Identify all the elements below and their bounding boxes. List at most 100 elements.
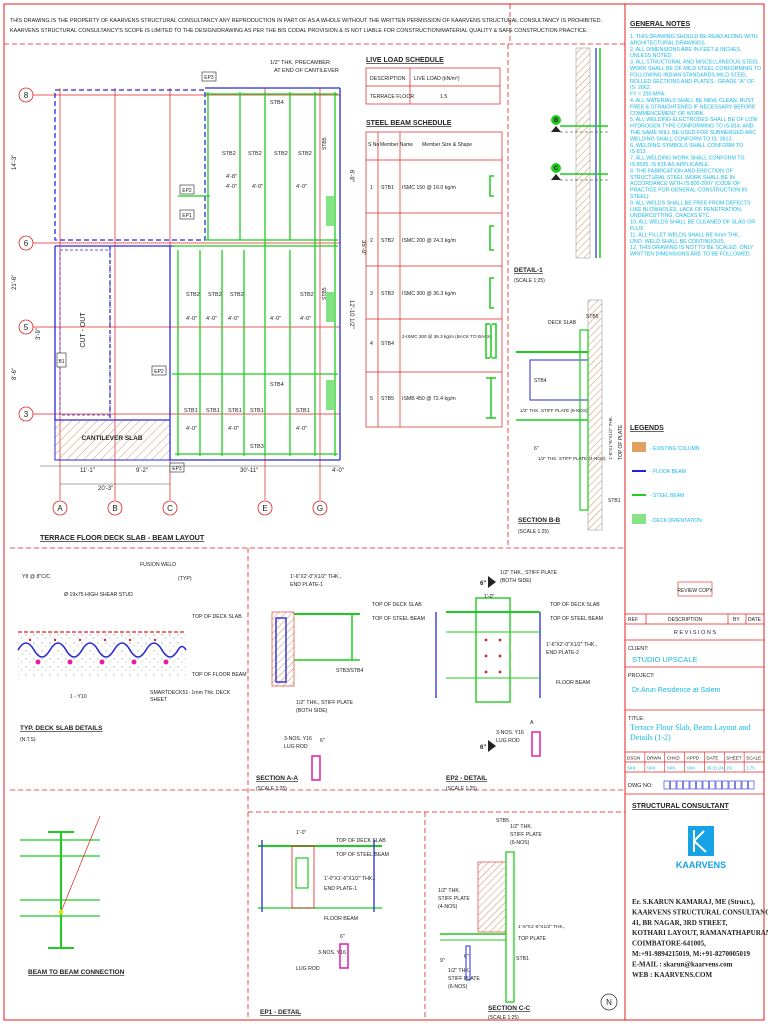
section-mark-b1: B [554,118,559,124]
ep-tag-2: EP2 [182,188,192,194]
grid-label-g: G [317,504,323,513]
section-cc-label-nos-1: (6-NOS) [510,840,530,846]
dwg-value-chkd: SKK [667,766,676,771]
consultant-line-7: E-MAIL : skarun@kaarvens.com [632,960,733,968]
legend-swatch-column [632,442,646,452]
section-aa-label-6in: 6" [320,738,325,744]
schedule-rows: 1 STB1 ISMC 150 @ 16.0 kg/m 2 STB2 ISMC … [370,185,492,402]
beam-label-stb2-d: STB2 [298,151,312,157]
general-note-12-line-2: UNO. WELD SHALL BE CONTINUOUS. [630,239,725,245]
dim-right-1: 6'-9" [348,170,354,182]
header-note-line-2: KAARVENS STRUCTURAL CONSULTANCY'S SCOPE … [10,28,588,34]
general-note-6-line-2: HYDROGEN TYPE CONFORMING TO IS-814. AND [630,124,754,130]
section-cc-label-stiff-3: STIFF PLATE [448,976,480,982]
section-aa-label-top-slab: TOP OF DECK SLAB [372,602,422,608]
ep1-label-top-steel: TOP OF STEEL BEAM [336,852,389,858]
ep-tag-box-4 [151,365,167,376]
b1-tag-box [56,352,67,368]
revision-header-date: DATE [748,617,762,623]
b1-tag: B1 [58,359,64,365]
dwg-header-scale: SCALE [746,756,761,761]
schedule-row-3-name: STB3 [381,291,394,297]
section-cc-title: SECTION C-C [488,1005,531,1012]
dwg-table: DSGNSKKDRWNSKKCHKDSKKAPPDSKKDATE30.01.24… [624,752,761,772]
section-aa-label-end-plate: END PLATE-1 [290,582,323,588]
cantilever-slab [54,419,171,461]
bb-leader [60,815,101,913]
ep2-mark-a-top: 6" [480,581,486,587]
general-note-13-line-2: WRITTEN DIMENSIONS ARE TO BE FOLLOWED. [630,252,751,258]
spacing-dim-10: 4'-0" [228,426,239,432]
dwg-no-box [689,780,696,790]
ep1-label-6in: 6" [340,934,345,940]
section-bb-label-6in: 6" [534,446,539,452]
section-bb-label-stb1: STB1 [608,498,621,504]
general-note-5-line-3: COMMENCEMENT OF WORK. [630,111,705,117]
grid-label-6: 6 [24,239,29,248]
deck-label-top-floor-beam: TOP OF FLOOR BEAM [192,672,247,678]
detail1-title: DETAIL-1 [514,267,543,274]
general-note-9-line-2: STRUCTURAL STEEL WORK SHALL BE IN [630,175,735,181]
section-aa-label-lug: LUG ROD [284,744,308,750]
dwg-value-date: 30.01.24 [706,766,724,771]
dwg-no-box [663,780,670,790]
ep-tag-box-5 [169,462,185,473]
title-value: Terrace Floor Slab, Beam Layout and Deta… [630,723,751,742]
dim-bottom-1: 11'-1" [80,468,95,474]
dim-bottom-3: 30'-11" [240,468,258,474]
schedule-header-sno: S No [368,142,379,148]
live-load-title: LIVE LOAD SCHEDULE [366,57,444,64]
detail1-column [575,47,591,259]
section-cc-label-top-plate: TOP PLATE [518,936,547,942]
ep2-section-arrow-bottom [488,740,496,752]
live-load-header-desc: DESCRIPTION [370,76,406,82]
ep-tag-5: EP3 [172,466,182,472]
legend-label-steel-beam: - STEEL BEAM [650,493,684,499]
dwg-no-box [722,780,729,790]
ep2-label-6in: A [530,720,534,726]
dwg-header-drwn: DRWN [647,756,661,761]
deck-rebar [28,638,157,642]
spacing-dim-3: 4'-0" [296,184,307,190]
section-bb-label-plate-size: 1'-6"X1'-6"X1/2" THK. [608,416,613,460]
deck-detail-title: TYP. DECK SLAB DETAILS [20,725,103,732]
beam-schedule-table [365,131,503,428]
revisions-title: R E V I S I O N S [674,630,717,636]
precamber-note-1: 1/2" THK. PRECAMBER [270,60,330,66]
dwg-no-box [702,780,709,790]
section-arrow-c [551,174,561,180]
beam-label-stb1-e: STB1 [296,408,310,414]
consultant-line-8: WEB : KAARVENS.COM [632,971,712,979]
dwg-header-appd: APPD [687,756,700,761]
ep1-label-lug-count: 3-NOS. Y16 [318,950,346,956]
general-note-13-line-1: 12. THIS DRAWING IS NOT TO BE SCALED. ON… [630,245,754,251]
ep2-title: EP2 - DETAIL [446,775,487,782]
section-aa-label-both: (BOTH SIDE) [296,708,328,714]
floor-beams [54,87,341,461]
spacing-dim-6: 4'-0" [228,316,239,322]
dwg-no-box [741,780,748,790]
dwg-header-chkd: CHKD [667,756,681,761]
consultant-address: Er. S.KARUN KAMARAJ, ME (Struct.),KAARVE… [632,898,768,979]
revision-header-desc: DESCRIPTION [668,617,703,623]
section-marker-c1 [551,163,561,173]
review-copy-box [677,581,713,597]
general-note-4-line-1: FY = 250 MPA. [630,92,666,98]
schedule-row-1-size: ISMC 150 @ 16.0 kg/m [402,185,456,191]
legend-swatch-deck [632,514,646,524]
grid-bubble-6 [18,235,34,251]
section-cc-label-9in: 9" [440,958,445,964]
schedule-header-name: Member Name [380,142,413,148]
dwg-no-box [728,780,735,790]
ep2-label-stiff: 1/2" THK., STIFF PLATE [500,570,558,576]
spacing-dim-alt: 4'-8" [226,174,237,180]
dwg-no-box [670,780,677,790]
general-note-3-line-5: IS: 2062. [630,85,651,91]
beam-label-stb4-top: STB4 [270,100,284,106]
grid-label-3: 3 [24,410,29,419]
ep2-detail: 6" 6" 1/2" THK., STIFF PLATE (BOTH SIDE)… [435,570,603,792]
ep-tag-1: EP3 [204,75,214,81]
deck-slab-detail: Y8 @ 8"C/C FUSION WELD (TYP) Ø 19x75 HIG… [17,562,247,743]
section-cc-scale: (SCALE 1:25) [488,1015,519,1021]
beam-label-stb1-b: STB1 [206,408,220,414]
